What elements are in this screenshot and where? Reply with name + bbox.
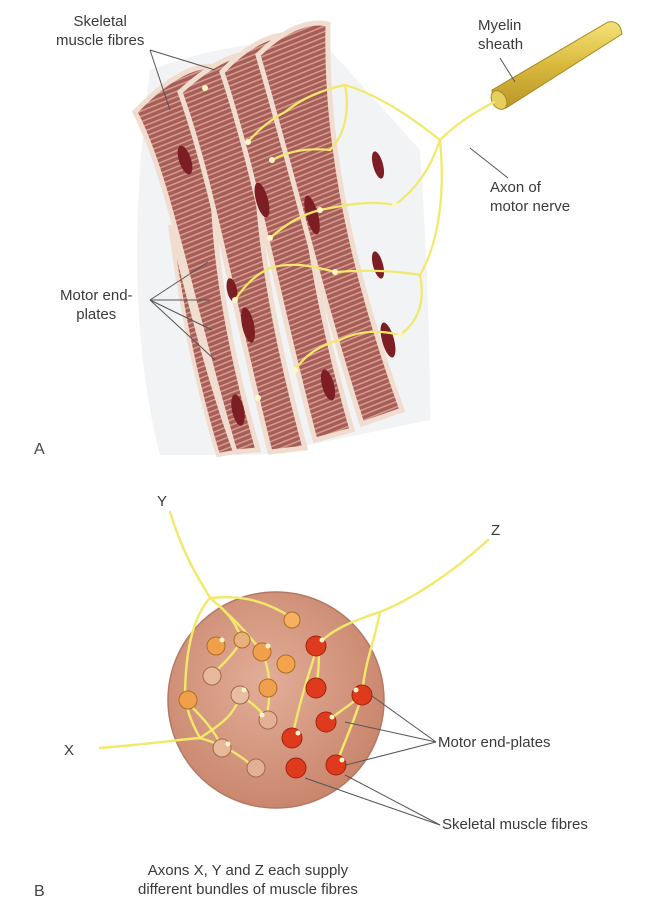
fibre-z — [286, 758, 306, 778]
end-plate — [260, 713, 265, 718]
label-skeletal-muscle-fibres-a: Skeletal muscle fibres — [56, 12, 144, 50]
end-plate — [266, 644, 271, 649]
end-plate — [220, 638, 225, 643]
end-plate — [397, 332, 403, 338]
panel-a — [135, 22, 622, 455]
label-axon-y: Y — [157, 492, 167, 511]
label-axon-of-motor-nerve: Axon of motor nerve — [490, 178, 570, 216]
end-plate — [292, 367, 298, 373]
panel-b — [100, 512, 488, 825]
end-plate — [202, 85, 208, 91]
panel-letter-b: B — [34, 882, 45, 901]
label-skeletal-muscle-fibres-b: Skeletal muscle fibres — [442, 815, 588, 834]
label-myelin-sheath: Myelin sheath — [478, 16, 523, 54]
fibre-x — [247, 759, 265, 777]
end-plate — [226, 742, 231, 747]
end-plate — [255, 395, 261, 401]
end-plate — [320, 638, 325, 643]
end-plate — [354, 688, 359, 693]
label-axon-z: Z — [491, 521, 500, 540]
label-axon-x: X — [64, 741, 74, 760]
label-motor-end-plates-a: Motor end- plates — [60, 286, 133, 324]
end-plate — [330, 715, 335, 720]
axon-z — [380, 540, 488, 612]
end-plate — [267, 235, 273, 241]
panel-letter-a: A — [34, 440, 45, 459]
fibre-x — [231, 686, 249, 704]
label-motor-end-plates-b: Motor end-plates — [438, 733, 551, 752]
end-plate — [340, 758, 345, 763]
end-plate — [317, 207, 323, 213]
end-plate — [242, 688, 247, 693]
fibre-y — [179, 691, 197, 709]
fibre-y — [284, 612, 300, 628]
end-plate — [245, 139, 251, 145]
end-plate — [296, 731, 301, 736]
fibre-y — [234, 632, 250, 648]
end-plate — [232, 297, 238, 303]
end-plate — [392, 202, 398, 208]
end-plate — [269, 157, 275, 163]
fibre-z — [306, 678, 326, 698]
caption-b: Axons X, Y and Z each supply different b… — [138, 861, 358, 899]
muscle-cross-section — [168, 592, 384, 808]
fibre-x — [203, 667, 221, 685]
fibre-y — [259, 679, 277, 697]
end-plate — [332, 269, 338, 275]
fibre-y — [277, 655, 295, 673]
axon-y — [170, 512, 210, 598]
